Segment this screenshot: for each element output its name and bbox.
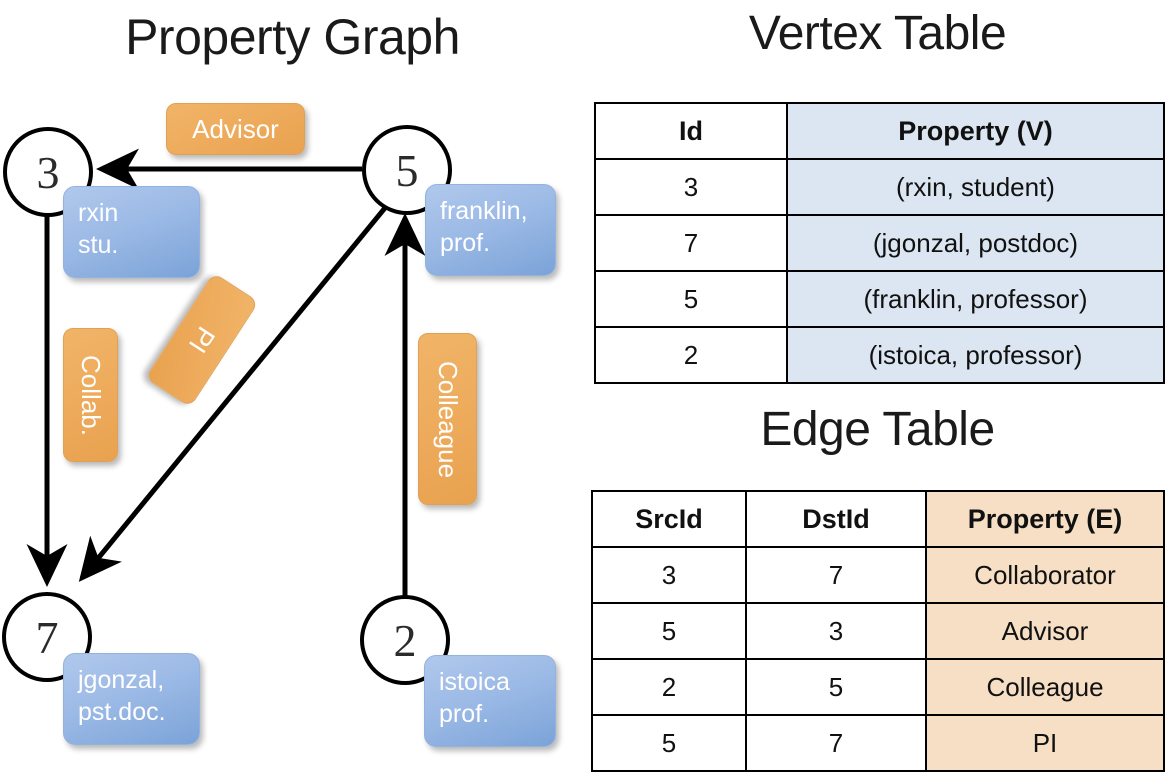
page-title-edge-table: Edge Table: [760, 403, 995, 456]
edge-cell-property: Colleague: [925, 658, 1165, 716]
table-header-row: SrcId DstId Property (E): [591, 490, 1165, 548]
vertex-cell-property: (rxin, student): [786, 158, 1165, 216]
edge-header-property: Property (E): [925, 490, 1165, 548]
edge-label-colleague-text: Colleague: [433, 360, 463, 478]
edge-table: SrcId DstId Property (E) 3 7 Collaborato…: [591, 490, 1165, 772]
vertex-cell-property: (istoica, professor): [786, 326, 1165, 384]
vertex-header-property: Property (V): [786, 102, 1165, 160]
table-row[interactable]: 5 (franklin, professor): [594, 270, 1165, 328]
edge-cell-property: PI: [925, 714, 1165, 772]
vertex-cell-id: 7: [594, 214, 788, 272]
edge-label-advisor-text: Advisor: [192, 113, 279, 144]
property-graph-diagram: 3 5 7 2 rxin stu. franklin, prof. jgonza…: [0, 0, 585, 760]
vertex-cell-id: 3: [594, 158, 788, 216]
node-property-line2: pst.doc.: [78, 698, 166, 726]
node-property-line2: prof.: [439, 700, 490, 728]
vertex-cell-id: 5: [594, 270, 788, 328]
edge-cell-srcid: 3: [591, 546, 747, 604]
edge-cell-dstid: 7: [745, 546, 927, 604]
table-row[interactable]: 2 (istoica, professor): [594, 326, 1165, 384]
edge-header-dstid: DstId: [745, 490, 927, 548]
table-row[interactable]: 5 3 Advisor: [591, 602, 1165, 660]
graph-edges: [26, 148, 426, 598]
node-property-box-franklin[interactable]: franklin, prof.: [425, 184, 556, 276]
table-row[interactable]: 5 7 PI: [591, 714, 1165, 772]
edge-cell-dstid: 3: [745, 602, 927, 660]
vertex-cell-id: 2: [594, 326, 788, 384]
edge-cell-property: Advisor: [925, 602, 1165, 660]
vertex-table: Id Property (V) 3 (rxin, student) 7 (jgo…: [594, 102, 1165, 384]
edge-cell-dstid: 5: [745, 658, 927, 716]
vertex-cell-property: (jgonzal, postdoc): [786, 214, 1165, 272]
edge-label-collab[interactable]: Collab.: [63, 328, 118, 462]
node-property-box-rxin[interactable]: rxin stu.: [63, 186, 200, 278]
node-property-line1: jgonzal,: [78, 666, 165, 694]
node-property-line1: franklin,: [440, 197, 528, 225]
graph-node-2[interactable]: 2: [360, 595, 450, 685]
node-property-line2: prof.: [440, 229, 491, 257]
node-property-box-jgonzal[interactable]: jgonzal, pst.doc.: [63, 653, 200, 745]
edge-cell-srcid: 5: [591, 714, 747, 772]
table-header-row: Id Property (V): [594, 102, 1165, 160]
node-property-line1: rxin: [78, 199, 119, 227]
page-title-vertex-table: Vertex Table: [748, 7, 1007, 60]
table-row[interactable]: 3 (rxin, student): [594, 158, 1165, 216]
edge-label-collab-text: Collab.: [76, 354, 106, 436]
node-property-line1: istoica: [439, 668, 510, 696]
edge-cell-dstid: 7: [745, 714, 927, 772]
edge-cell-property: Collaborator: [925, 546, 1165, 604]
edge-cell-srcid: 5: [591, 602, 747, 660]
page-title-property-graph: Property Graph: [125, 9, 460, 65]
edge-label-pi-text: PI: [183, 321, 222, 359]
edge-cell-srcid: 2: [591, 658, 747, 716]
node-property-box-istoica[interactable]: istoica prof.: [424, 655, 556, 747]
table-row[interactable]: 3 7 Collaborator: [591, 546, 1165, 604]
vertex-header-id: Id: [594, 102, 788, 160]
edge-5-to-7: [78, 201, 391, 582]
graph-node-5[interactable]: 5: [362, 125, 452, 215]
vertex-cell-property: (franklin, professor): [786, 270, 1165, 328]
table-row[interactable]: 7 (jgonzal, postdoc): [594, 214, 1165, 272]
edge-header-srcid: SrcId: [591, 490, 747, 548]
edge-label-colleague[interactable]: Colleague: [418, 333, 477, 505]
table-row[interactable]: 2 5 Colleague: [591, 658, 1165, 716]
edge-label-advisor[interactable]: Advisor: [166, 103, 305, 155]
node-property-line2: stu.: [78, 231, 119, 259]
